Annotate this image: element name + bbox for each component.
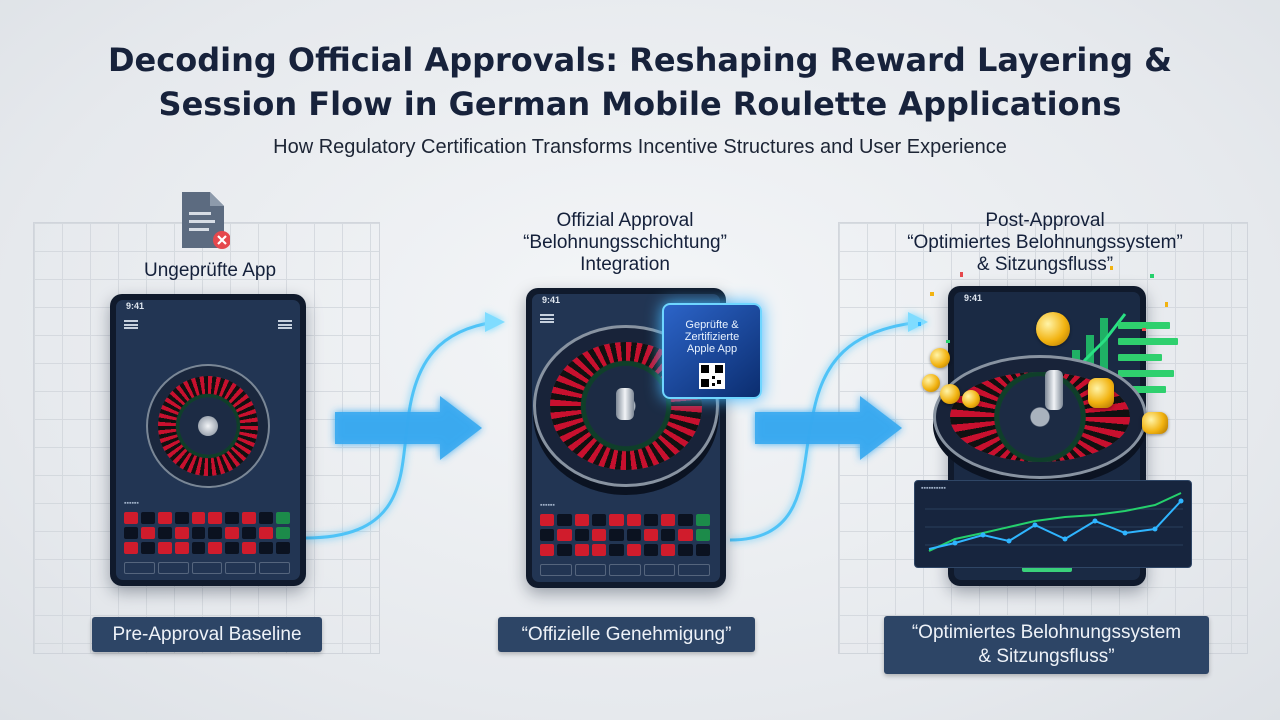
stat-bar bbox=[1118, 322, 1170, 329]
title-line-2: Session Flow in German Mobile Roulette A… bbox=[158, 85, 1122, 123]
arrow-small-icon bbox=[485, 312, 505, 332]
coin-icon bbox=[922, 374, 940, 392]
page-subtitle: How Regulatory Certification Transforms … bbox=[273, 136, 1007, 158]
optimized-label: “Optimiertes Belohnungssystem & Sitzungs… bbox=[884, 616, 1209, 674]
bet-table-caption: ▪▪▪▪▪▪ bbox=[124, 500, 139, 507]
document-rejected-icon bbox=[180, 190, 231, 250]
status-time: 9:41 bbox=[126, 301, 145, 311]
wheel-spindle-icon bbox=[198, 416, 218, 436]
panel-2-heading: Offizial Approval “Belohnungsschichtung”… bbox=[523, 210, 727, 275]
approval-label: “Offizielle Genehmigung” bbox=[498, 617, 755, 652]
status-time: 9:41 bbox=[542, 295, 561, 305]
betting-table[interactable] bbox=[540, 514, 710, 556]
coin-stack-icon bbox=[1088, 378, 1114, 408]
panel-1-heading: Ungeprüfte App bbox=[143, 260, 277, 281]
wheel-spindle-icon bbox=[1045, 370, 1063, 410]
confetti-graphic bbox=[918, 266, 1168, 343]
chip-selector[interactable] bbox=[124, 562, 290, 574]
menu-icon[interactable] bbox=[124, 320, 138, 329]
stat-bar bbox=[1118, 386, 1166, 393]
certification-badge[interactable]: Geprüfte & Zertifizierte Apple App bbox=[662, 303, 762, 399]
bet-table-caption: ▪▪▪▪▪▪ bbox=[540, 502, 555, 509]
phone-mockup-baseline: 9:41 ▪▪▪▪▪▪ bbox=[110, 294, 306, 586]
coin-icon bbox=[1036, 312, 1070, 346]
coin-icon bbox=[962, 390, 980, 408]
stat-bar bbox=[1118, 338, 1178, 345]
arrow-right-icon bbox=[755, 396, 902, 460]
page-title: Decoding Official Approvals: Reshaping R… bbox=[0, 38, 1280, 126]
baseline-label: Pre-Approval Baseline bbox=[92, 617, 322, 652]
menu-icon[interactable] bbox=[278, 320, 292, 329]
arrow-right-icon bbox=[335, 396, 482, 460]
panel-3-heading: Post-Approval “Optimiertes Belohnungssys… bbox=[907, 210, 1183, 275]
menu-icon[interactable] bbox=[540, 314, 554, 323]
chart-lines bbox=[925, 492, 1184, 552]
phone-screen: 9:41 ▪▪▪▪▪▪ bbox=[116, 300, 300, 580]
title-line-1: Decoding Official Approvals: Reshaping R… bbox=[107, 41, 1173, 79]
wheel-spindle-icon bbox=[616, 388, 634, 420]
chip-selector[interactable] bbox=[540, 564, 710, 576]
badge-text: Geprüfte & Zertifizierte Apple App bbox=[684, 319, 740, 355]
session-flow-chart: ▪▪▪▪▪▪▪▪▪▪ bbox=[914, 480, 1192, 568]
qr-code-icon bbox=[699, 363, 725, 389]
coin-stack-icon bbox=[1142, 412, 1168, 434]
status-time: 9:41 bbox=[964, 293, 983, 303]
coin-icon bbox=[930, 348, 950, 368]
stat-bar bbox=[1118, 370, 1174, 377]
stat-bar bbox=[1118, 354, 1162, 361]
coin-icon bbox=[940, 384, 960, 404]
betting-table[interactable] bbox=[124, 512, 290, 554]
chart-caption: ▪▪▪▪▪▪▪▪▪▪ bbox=[921, 485, 946, 492]
